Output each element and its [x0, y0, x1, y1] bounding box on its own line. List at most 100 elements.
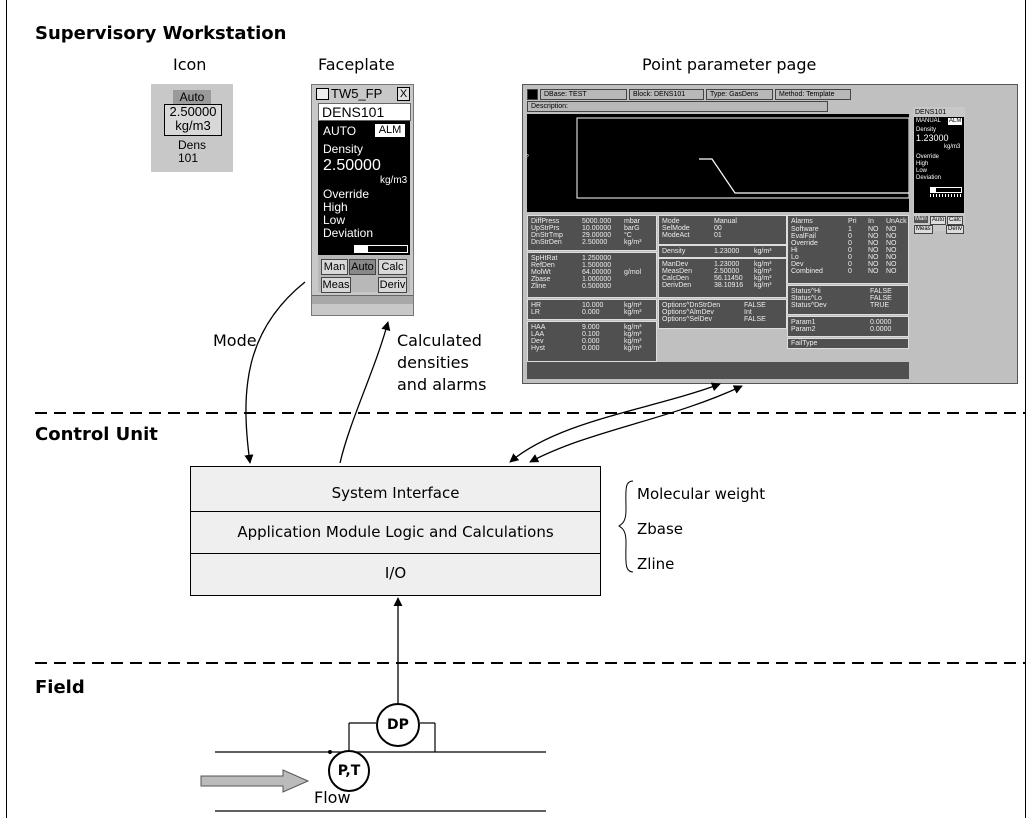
panel3-cell: kg/m³: [624, 302, 642, 309]
mini-display: MANUAL ALM Density 1.23000 kg/m3 Overrid…: [914, 117, 964, 213]
alarm-row-cell: 1: [848, 226, 852, 233]
panel7-cell: kg/m³: [754, 282, 772, 289]
panel3-cell: LR: [531, 309, 540, 316]
mini-unit: kg/m3: [944, 144, 961, 150]
calc-button[interactable]: Calc: [378, 259, 407, 275]
divider-2: [191, 553, 600, 554]
heading-icon: Icon: [173, 55, 207, 74]
alarm-row-cell: Override: [791, 240, 818, 247]
failtype-label: FailType: [791, 340, 818, 347]
alarm-row-cell: NO: [868, 247, 879, 254]
alarms-header-cell: In: [868, 218, 874, 225]
faceplate-display: AUTO ALM Density 2.50000 kg/m3 Override …: [318, 121, 410, 259]
window-icon: [316, 88, 329, 100]
alarm-row-cell: NO: [886, 233, 897, 240]
icon-name-line2: 101: [178, 151, 199, 165]
panel4-cell: Dev: [531, 338, 544, 345]
panel1-cell: 29.00000: [582, 232, 612, 239]
faceplate-title-bar[interactable]: TW5_FP X: [313, 86, 412, 101]
pt-transmitter-circle: P,T: [328, 750, 370, 792]
faceplate-param: Density: [323, 142, 364, 156]
panel4-cell: LAA: [531, 331, 545, 338]
panel1-cell: 5000.000: [582, 218, 612, 225]
section-control-unit: Control Unit: [35, 424, 158, 445]
icon-widget[interactable]: Auto 2.50000 kg/m3 Dens 101: [151, 84, 233, 172]
alarm-row-cell: 0: [848, 254, 852, 261]
panel2-cell: RefDen: [531, 262, 555, 269]
dp-transmitter: DP: [376, 703, 420, 747]
alarm-row-cell: Software: [791, 226, 819, 233]
mini-man-button[interactable]: Man: [914, 216, 928, 223]
panel1-cell: DnStrTmp: [531, 232, 563, 239]
panel5-cell: Manual: [714, 218, 737, 225]
heading-faceplate: Faceplate: [318, 55, 395, 74]
panel7-cell: kg/m³: [754, 261, 772, 268]
man-button[interactable]: Man: [321, 259, 348, 275]
faceplate-tag: DENS101: [318, 103, 411, 121]
mini-mode: MANUAL: [916, 118, 942, 124]
panel1-cell: kg/m³: [624, 239, 642, 246]
panel5-cell: SelMode: [662, 225, 690, 232]
panel4-cell: kg/m³: [624, 345, 642, 352]
auto-button[interactable]: Auto: [349, 259, 376, 275]
panel8-cell: Options^SelDev: [662, 316, 712, 323]
alarm-row-cell: NO: [886, 254, 897, 261]
diagram-frame: [6, 0, 1026, 818]
icon-value: 2.50000: [169, 104, 217, 119]
panel2-cell: 1.500000: [582, 262, 612, 269]
mini-tag: DENS101: [915, 109, 947, 116]
faceplate-alarm-deviation: Deviation: [323, 226, 374, 240]
panel6-cell: kg/m³: [754, 248, 772, 255]
faceplate-unit: kg/m3: [380, 175, 408, 186]
params-cell: 0.0000: [870, 319, 892, 326]
panel3-cell: 10.000: [582, 302, 604, 309]
panel2-cell: 64.00000: [582, 269, 612, 276]
alarm-row-cell: 0: [848, 247, 852, 254]
mini-auto-button[interactable]: Auto: [930, 216, 947, 225]
panel5-cell: 00: [714, 225, 722, 232]
mini-value: 1.23000: [916, 133, 949, 143]
type-field: Type: GasDens: [706, 89, 773, 100]
panel7-cell: DerivDen: [662, 282, 692, 289]
status-cell: FALSE: [870, 295, 892, 302]
panel7-cell: 56.11450: [714, 275, 743, 282]
panel2-cell: g/mol: [624, 269, 642, 276]
meas-button[interactable]: Meas: [321, 277, 351, 293]
panel7-cell: kg/m³: [754, 268, 772, 275]
alarm-row-cell: NO: [868, 268, 879, 275]
alarm-row-cell: NO: [886, 226, 897, 233]
pt-transmitter: [328, 750, 332, 754]
deriv-button[interactable]: Deriv: [378, 277, 407, 293]
menu-icon[interactable]: [527, 89, 538, 100]
panel2-cell: MolWt: [531, 269, 551, 276]
panel3-cell: HR: [531, 302, 542, 309]
panel4-cell: 9.000: [582, 324, 600, 331]
mini-calc-button[interactable]: Calc: [947, 216, 964, 225]
panel4-cell: kg/m³: [624, 338, 642, 345]
divider-1: [191, 511, 600, 512]
panel7-cell: 1.23000: [714, 261, 740, 268]
mini-deriv-button[interactable]: Deriv: [946, 225, 965, 234]
calculated-label: Calculated densities and alarms: [397, 330, 486, 396]
status-cell: TRUE: [870, 302, 890, 309]
status-cell: Status^Hi: [791, 288, 821, 295]
panel5-cell: Mode: [662, 218, 680, 225]
panel4-cell: kg/m³: [624, 331, 642, 338]
block-field: Block: DENS101: [629, 89, 704, 100]
faceplate-alarm-high: High: [323, 200, 348, 214]
mini-alarm-low: Low: [916, 168, 928, 174]
alarm-row-cell: Lo: [791, 254, 799, 261]
mini-meas-button[interactable]: Meas: [914, 225, 933, 234]
status-cell: Status^Lo: [791, 295, 822, 302]
panel7-cell: MeasDen: [662, 268, 692, 275]
params-cell: Param2: [791, 326, 816, 333]
panel4-cell: 0.000: [582, 338, 600, 345]
system-interface: System Interface: [331, 484, 460, 502]
trend-area: ?: [525, 114, 909, 212]
close-button[interactable]: X: [397, 87, 410, 101]
alarm-row-cell: NO: [868, 240, 879, 247]
mini-faceplate: DENS101 MANUAL ALM Density 1.23000 kg/m3…: [913, 107, 965, 234]
